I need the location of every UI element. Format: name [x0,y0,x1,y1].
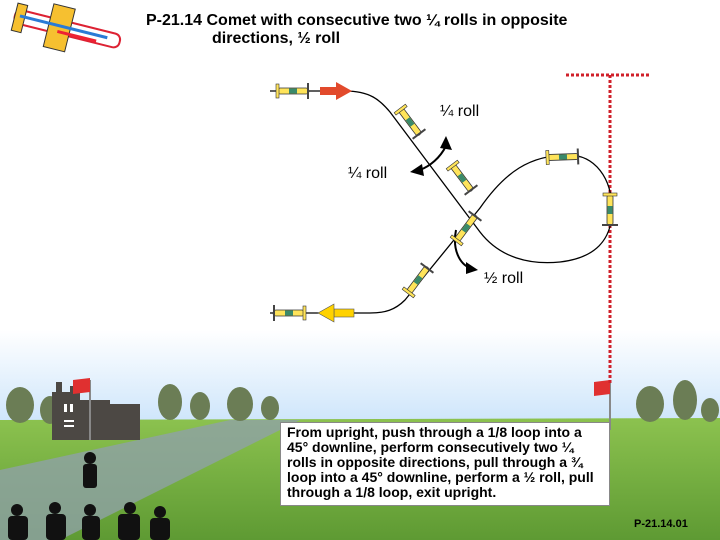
aircraft-icon [276,83,309,99]
aircraft-icon [602,193,618,226]
title-line-2: directions, ½ roll [146,30,666,48]
figure-code: P-21.14.01 [634,518,688,530]
roll-arrowhead [466,262,478,274]
aircraft-icon [393,104,426,140]
roll-arrowhead [410,164,424,176]
aircraft-icon [401,262,434,298]
plane-logo-icon [9,0,124,64]
page-title: P-21.14 Comet with consecutive two ¼ rol… [146,12,666,48]
description-box: From upright, push through a 1/8 loop in… [280,422,610,506]
title-line-1: P-21.14 Comet with consecutive two ¼ rol… [146,12,567,29]
aircraft-icon [445,160,478,196]
flight-path [270,91,612,313]
aircraft-icon [546,148,580,165]
roll-arrowhead [440,136,452,150]
aircraft-icon [273,305,306,321]
entry-arrow-icon [320,82,352,100]
quarter-roll-label-1: ¼ roll [440,103,479,121]
half-roll-label: ½ roll [484,270,523,288]
roll-arrow [420,146,470,268]
exit-arrow-icon [318,304,354,322]
quarter-roll-label-2: ¼ roll [348,165,387,183]
